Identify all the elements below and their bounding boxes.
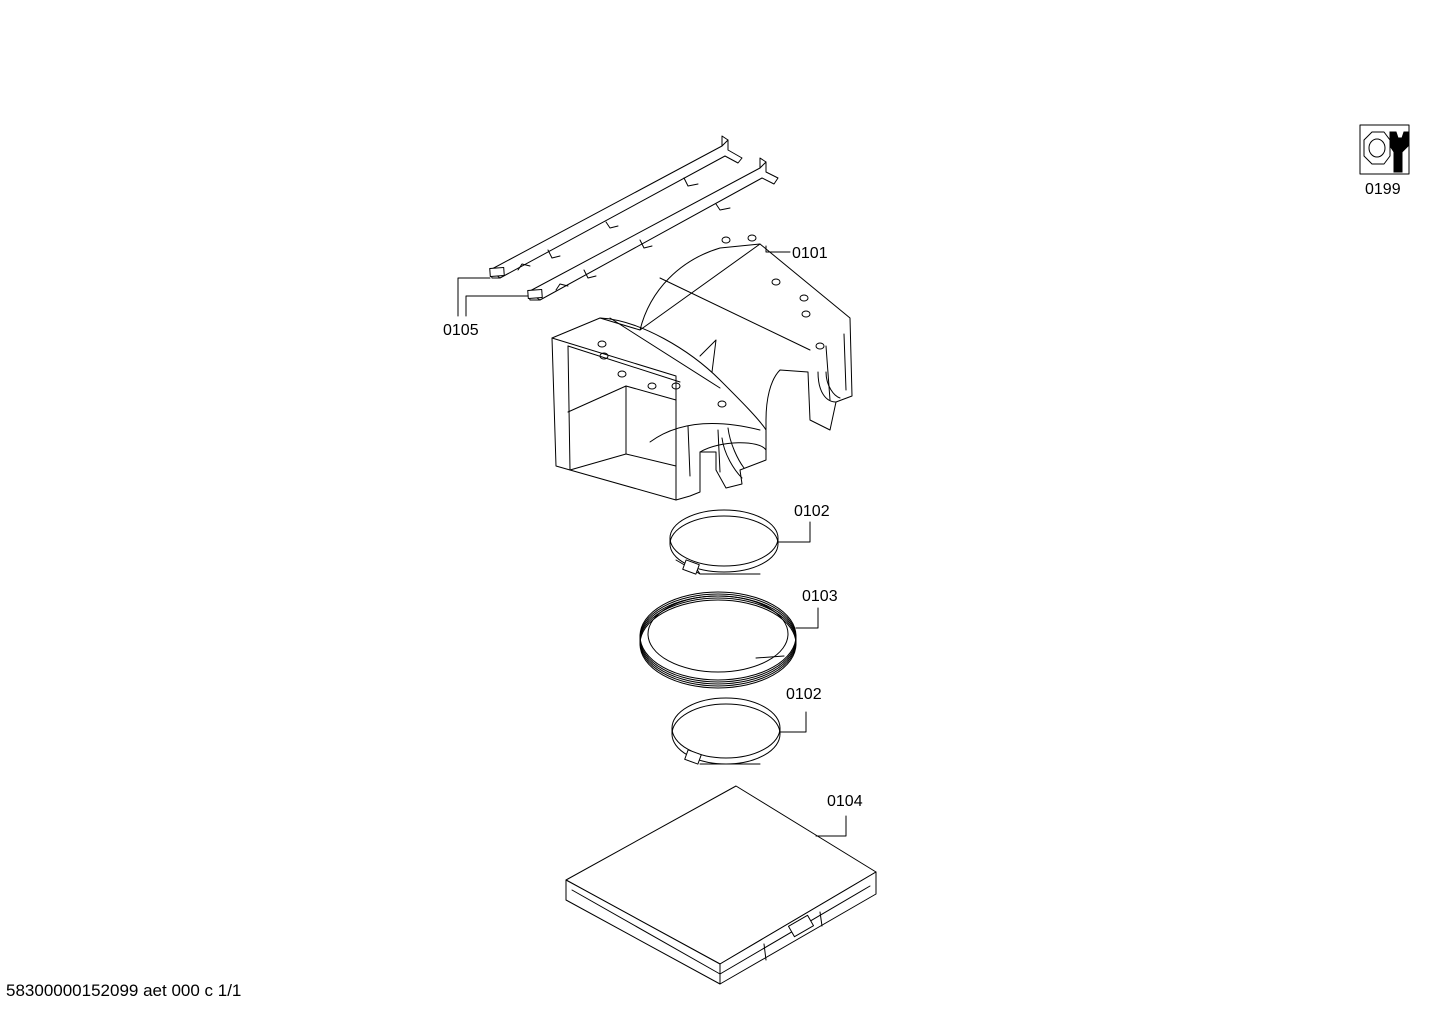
callout-0102-upper: 0102: [777, 503, 830, 543]
callout-label-0103: 0103: [802, 588, 838, 605]
duct-housing[interactable]: [551, 234, 853, 501]
document-footer-code: 58300000152099 aet 000 c 1/1: [6, 981, 242, 1000]
callout-label-0105: 0105: [443, 322, 479, 339]
hose-clamp-lower[interactable]: [671, 697, 781, 765]
filter-box[interactable]: [565, 785, 877, 985]
service-symbol[interactable]: 0199: [1359, 124, 1410, 198]
mounting-rails[interactable]: [489, 135, 779, 301]
callout-label-0102-upper: 0102: [794, 503, 830, 520]
service-label-0199: 0199: [1365, 181, 1401, 198]
hose-clamp-upper[interactable]: [669, 509, 779, 575]
callout-0103: 0103: [795, 588, 838, 629]
callout-label-0102-lower: 0102: [786, 686, 822, 703]
flexible-ring[interactable]: [639, 591, 797, 689]
callout-0102-lower: 0102: [779, 686, 822, 733]
callout-label-0101: 0101: [792, 245, 828, 262]
callout-0104: 0104: [815, 793, 863, 837]
nut-and-wrench-icon: [1359, 124, 1410, 175]
callout-0101: 0101: [765, 245, 828, 262]
callout-0105: 0105: [443, 277, 529, 339]
callout-label-0104: 0104: [827, 793, 863, 810]
